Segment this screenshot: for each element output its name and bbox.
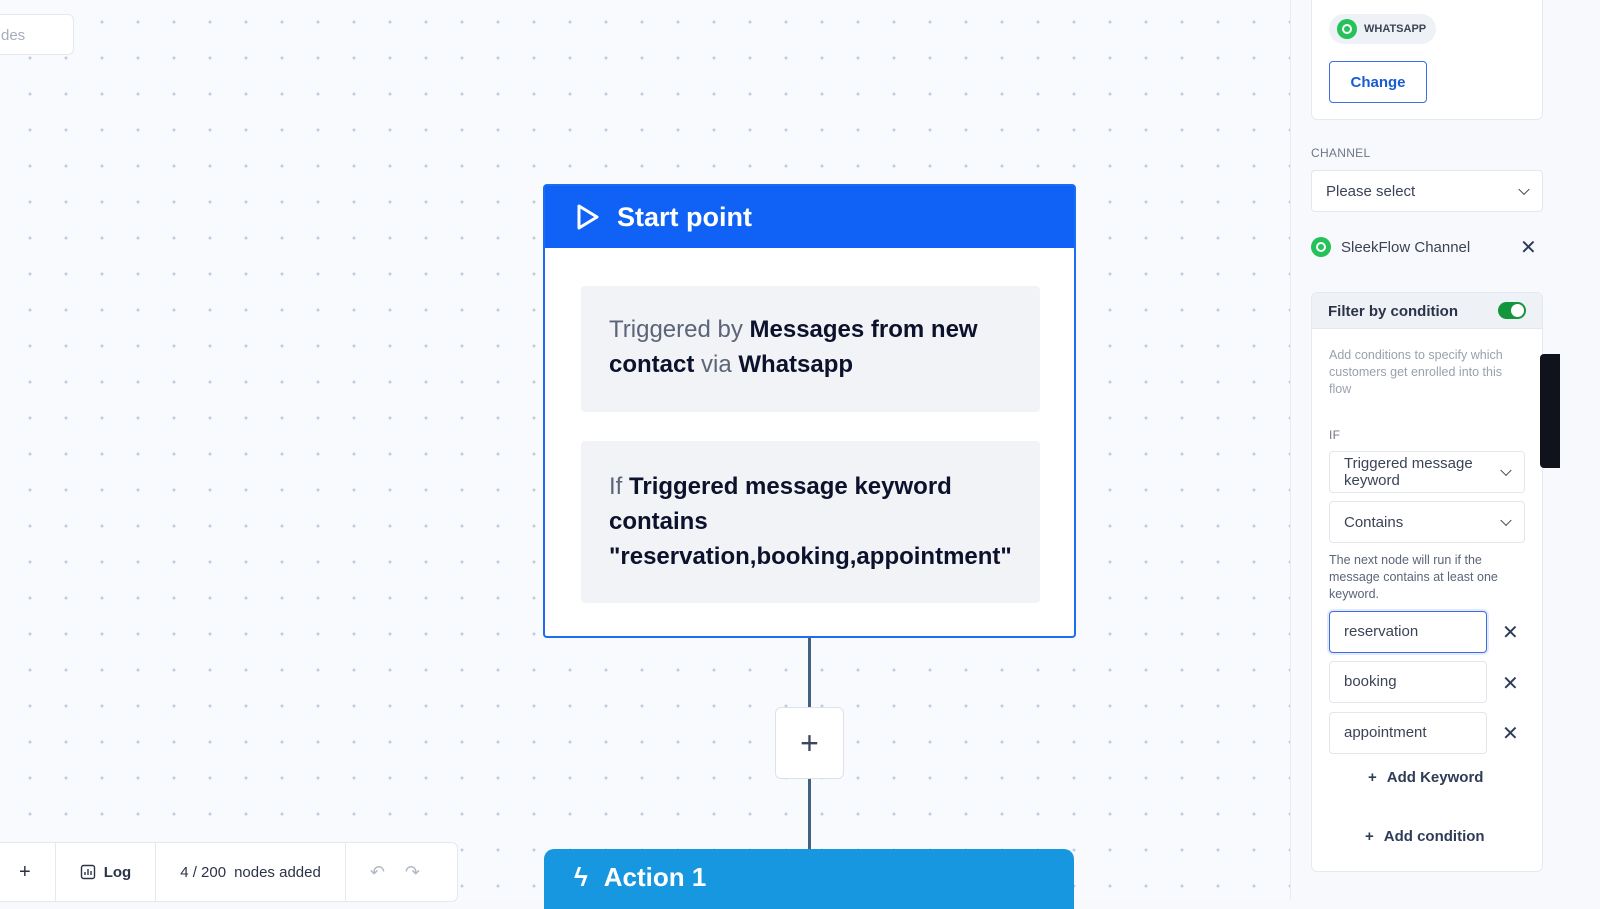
plus-icon: + [19, 860, 31, 883]
filter-card: Filter by condition [1311, 292, 1543, 872]
remove-keyword-icon[interactable]: ✕ [1502, 673, 1519, 695]
chevron-down-icon [1500, 464, 1512, 477]
add-keyword-button[interactable]: + Add Keyword [1368, 769, 1483, 786]
add-condition-button[interactable]: + Add condition [1365, 828, 1485, 845]
add-condition-label: Add condition [1383, 828, 1485, 845]
connector-line [808, 638, 811, 708]
filter-toggle[interactable] [1498, 302, 1526, 319]
trigger-via: via [701, 351, 732, 378]
nodes-count: 4 / 200 [180, 863, 227, 881]
search-nodes-input[interactable]: des [0, 14, 74, 55]
keyword-input[interactable]: booking [1329, 661, 1487, 703]
undo-icon[interactable]: ↶ [369, 861, 385, 882]
lightning-icon: ϟ [574, 862, 588, 892]
redo-icon[interactable]: ↷ [404, 861, 420, 882]
channel-select[interactable]: Please select [1311, 170, 1543, 212]
start-point-node[interactable]: Start point Triggered by Messages from n… [543, 184, 1076, 638]
add-keyword-label: Add Keyword [1386, 769, 1484, 786]
operator-select[interactable]: Contains [1329, 501, 1525, 543]
zoom-in-button[interactable]: + [0, 843, 56, 901]
chevron-down-icon [1518, 183, 1530, 196]
start-node-header: Start point [545, 186, 1074, 248]
condition-block: If Triggered message keyword contains "r… [581, 441, 1040, 603]
keyword-input[interactable]: reservation [1329, 611, 1487, 653]
operator-help: The next node will run if the message co… [1329, 553, 1498, 601]
action-node-title: Action 1 [603, 862, 707, 892]
chip-label: WHATSAPP [1364, 23, 1427, 35]
flow-canvas[interactable]: des Start point Triggered by Messages fr… [0, 0, 1290, 909]
selected-channel-name: SleekFlow Channel [1341, 238, 1471, 256]
whatsapp-icon [1337, 19, 1357, 39]
plus-icon: + [1365, 828, 1374, 845]
condition-prefix: If [609, 473, 623, 500]
add-node-button[interactable]: + [775, 707, 844, 779]
condition-field-select[interactable]: Triggered message keyword [1329, 451, 1525, 493]
selected-channel: SleekFlow Channel [1311, 237, 1470, 257]
keyword-input[interactable]: appointment [1329, 712, 1487, 754]
start-node-title: Start point [617, 201, 752, 232]
nodes-counter: 4 / 200 nodes added [156, 843, 346, 901]
nodes-suffix: nodes added [234, 863, 321, 881]
remove-channel-icon[interactable]: ✕ [1520, 237, 1537, 259]
plus-icon: + [1368, 769, 1377, 786]
whatsapp-chip: WHATSAPP [1329, 14, 1437, 44]
if-label: IF [1329, 428, 1341, 442]
trigger-event: Messages from new contact [609, 316, 978, 378]
whatsapp-icon [1311, 237, 1331, 257]
side-tab[interactable] [1540, 354, 1560, 468]
channel-label: CHANNEL [1311, 146, 1371, 160]
canvas-toolbar: + Log 4 / 200 nodes added ↶ ↷ [0, 842, 458, 902]
trigger-block: Triggered by Messages from new contact v… [581, 286, 1040, 412]
condition-text: Triggered message keyword contains "rese… [609, 473, 1012, 570]
chart-icon [80, 864, 95, 880]
log-button[interactable]: Log [56, 843, 157, 901]
play-icon [577, 204, 599, 230]
filter-help: Add conditions to specify which customer… [1329, 348, 1503, 396]
remove-keyword-icon[interactable]: ✕ [1502, 723, 1519, 745]
connector-line [808, 779, 811, 850]
action-node[interactable]: ϟ Action 1 [544, 849, 1074, 909]
chevron-down-icon [1500, 514, 1512, 527]
trigger-prefix: Triggered by [609, 316, 743, 343]
channel-select-value: Please select [1326, 182, 1416, 200]
condition-field-value: Triggered message keyword [1344, 455, 1473, 489]
change-button[interactable]: Change [1329, 61, 1427, 103]
remove-keyword-icon[interactable]: ✕ [1502, 622, 1519, 644]
log-label: Log [103, 863, 132, 881]
trigger-channel: Whatsapp [738, 351, 854, 378]
settings-panel: WHATSAPP Change CHANNEL Please select Sl… [1290, 0, 1568, 900]
operator-value: Contains [1344, 513, 1404, 531]
